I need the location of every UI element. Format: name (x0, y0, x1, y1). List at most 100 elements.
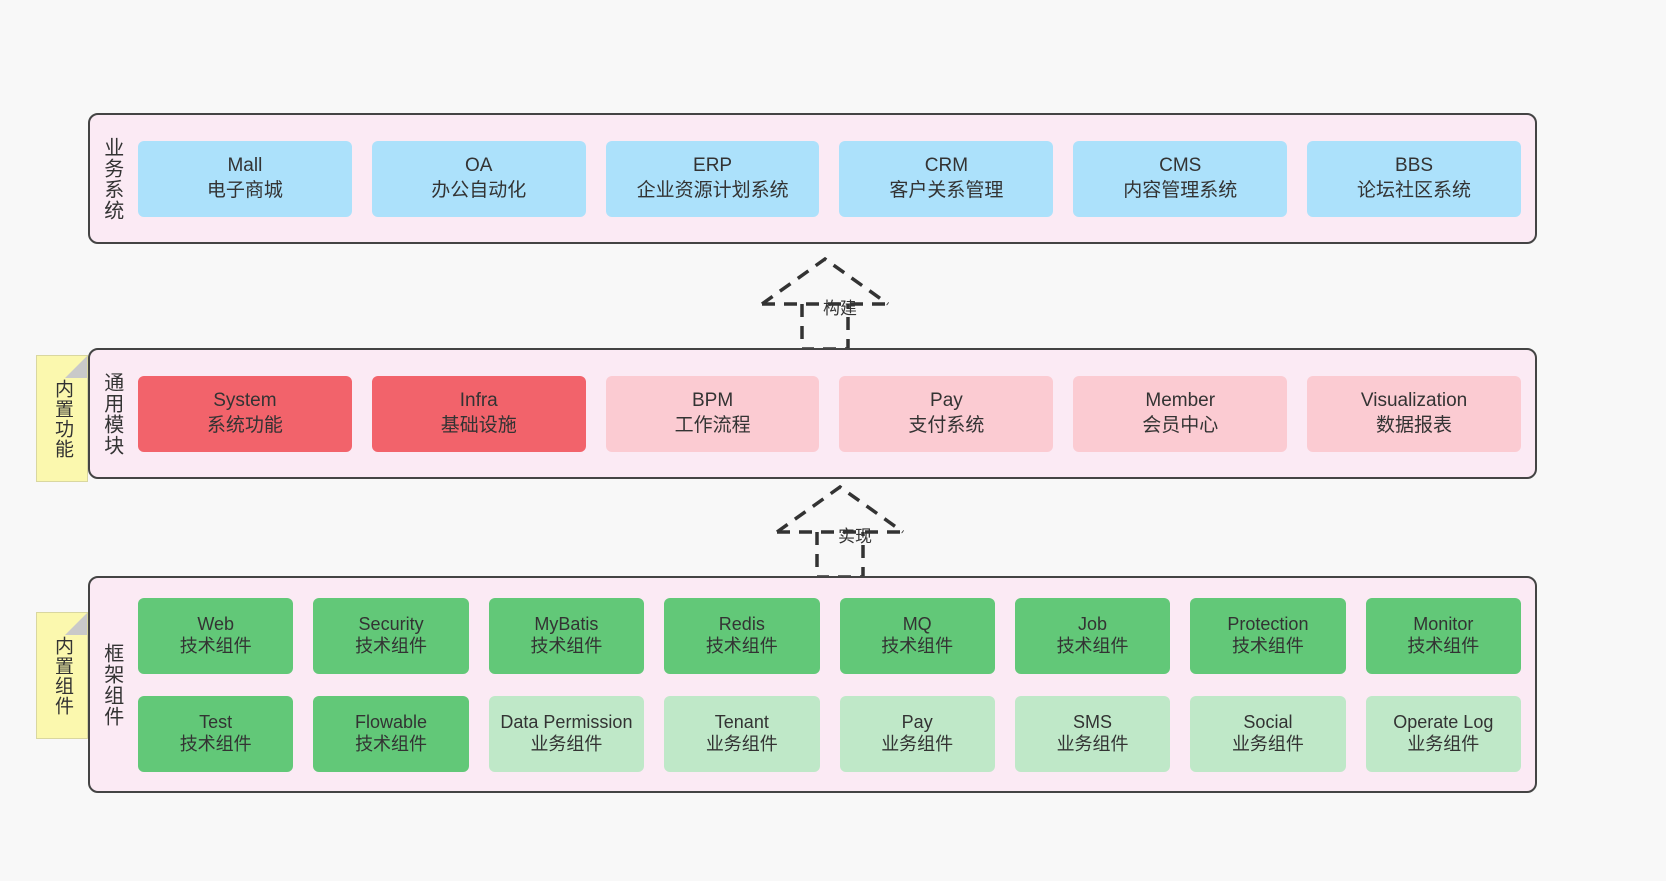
node-operate-log-en: Operate Log (1393, 711, 1494, 732)
node-erp-en: ERP (693, 155, 733, 177)
node-oa-cn: 办公自动化 (431, 179, 527, 201)
node-flowable-en: Flowable (355, 711, 428, 732)
node-mq[interactable]: MQ 技术组件 (839, 597, 995, 674)
node-monitor-cn: 技术组件 (1407, 635, 1480, 656)
node-crm-en: CRM (924, 155, 969, 177)
node-oa-en: OA (465, 155, 493, 177)
node-data-permission-cn: 业务组件 (530, 733, 603, 754)
node-redis-cn: 技术组件 (705, 635, 778, 656)
node-crm[interactable]: CRM 客户关系管理 (839, 140, 1054, 217)
node-mybatis-cn: 技术组件 (530, 635, 603, 656)
node-data-permission-en: Data Permission (500, 711, 633, 732)
node-web-en: Web (197, 613, 235, 634)
node-protection-cn: 技术组件 (1231, 635, 1304, 656)
node-social-en: Social (1243, 711, 1293, 732)
note-builtin-components: 内置组件 (36, 612, 88, 739)
node-flowable[interactable]: Flowable 技术组件 (313, 695, 469, 772)
connector-build: 构建 (745, 244, 935, 356)
node-infra-cn: 基础设施 (440, 414, 517, 436)
node-security-cn: 技术组件 (355, 635, 428, 656)
node-job-en: Job (1078, 613, 1108, 634)
node-mall[interactable]: Mall 电子商城 (138, 140, 352, 217)
node-pay-component-en: Pay (901, 711, 933, 732)
node-bbs-en: BBS (1395, 155, 1434, 177)
node-flowable-cn: 技术组件 (355, 733, 428, 754)
layer-framework-body: Web 技术组件 Security 技术组件 MyBatis 技术组件 Redi… (132, 578, 1535, 791)
node-visualization[interactable]: Visualization 数据报表 (1307, 375, 1521, 452)
node-security-en: Security (358, 613, 424, 634)
node-test-cn: 技术组件 (179, 733, 252, 754)
node-pay-component-cn: 业务组件 (881, 733, 954, 754)
node-mq-en: MQ (902, 613, 932, 634)
node-member[interactable]: Member 会员中心 (1073, 375, 1288, 452)
layer-framework-components: 框架组件 Web 技术组件 Security 技术组件 MyBatis 技术组件… (88, 576, 1537, 793)
node-infra[interactable]: Infra 基础设施 (371, 375, 586, 452)
node-cms[interactable]: CMS 内容管理系统 (1073, 140, 1288, 217)
node-cms-cn: 内容管理系统 (1123, 179, 1238, 201)
node-data-permission[interactable]: Data Permission 业务组件 (488, 695, 645, 772)
node-sms[interactable]: SMS 业务组件 (1014, 695, 1171, 772)
node-tenant-en: Tenant (714, 711, 769, 732)
node-oa[interactable]: OA 办公自动化 (371, 140, 586, 217)
layer-modules-title: 通用模块 (100, 371, 123, 456)
node-protection-en: Protection (1227, 613, 1309, 634)
connector-build-label: 构建 (823, 299, 857, 318)
node-system-en: System (213, 390, 277, 412)
node-sms-cn: 业务组件 (1056, 733, 1129, 754)
framework-row-technical: Web 技术组件 Security 技术组件 MyBatis 技术组件 Redi… (138, 597, 1521, 674)
node-operate-log[interactable]: Operate Log 业务组件 (1365, 695, 1521, 772)
node-social-cn: 业务组件 (1231, 733, 1304, 754)
node-redis[interactable]: Redis 技术组件 (664, 597, 820, 674)
node-mall-en: Mall (227, 155, 263, 177)
layer-common-modules: 通用模块 System 系统功能 Infra 基础设施 BPM 工作流程 Pay… (88, 348, 1537, 479)
node-test[interactable]: Test 技术组件 (138, 695, 294, 772)
node-web[interactable]: Web 技术组件 (138, 597, 294, 674)
node-job[interactable]: Job 技术组件 (1014, 597, 1171, 674)
node-bpm-cn: 工作流程 (674, 414, 751, 436)
node-sms-en: SMS (1073, 711, 1113, 732)
node-operate-log-cn: 业务组件 (1407, 733, 1480, 754)
node-cms-en: CMS (1159, 155, 1202, 177)
node-bpm-en: BPM (691, 390, 734, 412)
layer-framework-title: 框架组件 (100, 642, 123, 727)
node-mybatis[interactable]: MyBatis 技术组件 (488, 597, 645, 674)
node-bbs[interactable]: BBS 论坛社区系统 (1307, 140, 1521, 217)
node-pay-module[interactable]: Pay 支付系统 (839, 375, 1054, 452)
layer-business-systems: 业务系统 Mall 电子商城 OA 办公自动化 ERP 企业资源计划系统 CRM… (88, 113, 1537, 244)
node-system-cn: 系统功能 (206, 414, 283, 436)
node-pay-component[interactable]: Pay 业务组件 (839, 695, 995, 772)
note-builtin-features-label: 内置功能 (52, 378, 74, 459)
node-social[interactable]: Social 业务组件 (1190, 695, 1346, 772)
node-mybatis-en: MyBatis (534, 613, 599, 634)
node-member-cn: 会员中心 (1142, 414, 1219, 436)
framework-row-business: Test 技术组件 Flowable 技术组件 Data Permission … (138, 695, 1521, 772)
business-row: Mall 电子商城 OA 办公自动化 ERP 企业资源计划系统 CRM 客户关系… (138, 140, 1521, 217)
node-protection[interactable]: Protection 技术组件 (1190, 597, 1346, 674)
node-visualization-en: Visualization (1360, 390, 1468, 412)
node-test-en: Test (199, 711, 233, 732)
node-monitor-en: Monitor (1413, 613, 1474, 634)
node-monitor[interactable]: Monitor 技术组件 (1365, 597, 1521, 674)
connector-implement: 实现 (760, 472, 950, 584)
node-security[interactable]: Security 技术组件 (313, 597, 469, 674)
node-crm-cn: 客户关系管理 (889, 179, 1004, 201)
node-erp-cn: 企业资源计划系统 (636, 179, 789, 201)
note-builtin-components-label: 内置组件 (52, 635, 74, 716)
node-bbs-cn: 论坛社区系统 (1357, 179, 1472, 201)
node-web-cn: 技术组件 (179, 635, 252, 656)
layer-business-title: 业务系统 (100, 136, 123, 221)
node-redis-en: Redis (718, 613, 765, 634)
node-visualization-cn: 数据报表 (1376, 414, 1453, 436)
node-system[interactable]: System 系统功能 (138, 375, 352, 452)
node-bpm[interactable]: BPM 工作流程 (605, 375, 820, 452)
layer-modules-body: System 系统功能 Infra 基础设施 BPM 工作流程 Pay 支付系统… (132, 350, 1535, 477)
node-mall-cn: 电子商城 (206, 179, 283, 201)
note-builtin-features: 内置功能 (36, 355, 88, 482)
node-erp[interactable]: ERP 企业资源计划系统 (605, 140, 820, 217)
node-tenant[interactable]: Tenant 业务组件 (664, 695, 820, 772)
node-infra-en: Infra (459, 390, 498, 412)
modules-row: System 系统功能 Infra 基础设施 BPM 工作流程 Pay 支付系统… (138, 375, 1521, 452)
layer-business-body: Mall 电子商城 OA 办公自动化 ERP 企业资源计划系统 CRM 客户关系… (132, 115, 1535, 242)
connector-implement-label: 实现 (838, 527, 872, 546)
